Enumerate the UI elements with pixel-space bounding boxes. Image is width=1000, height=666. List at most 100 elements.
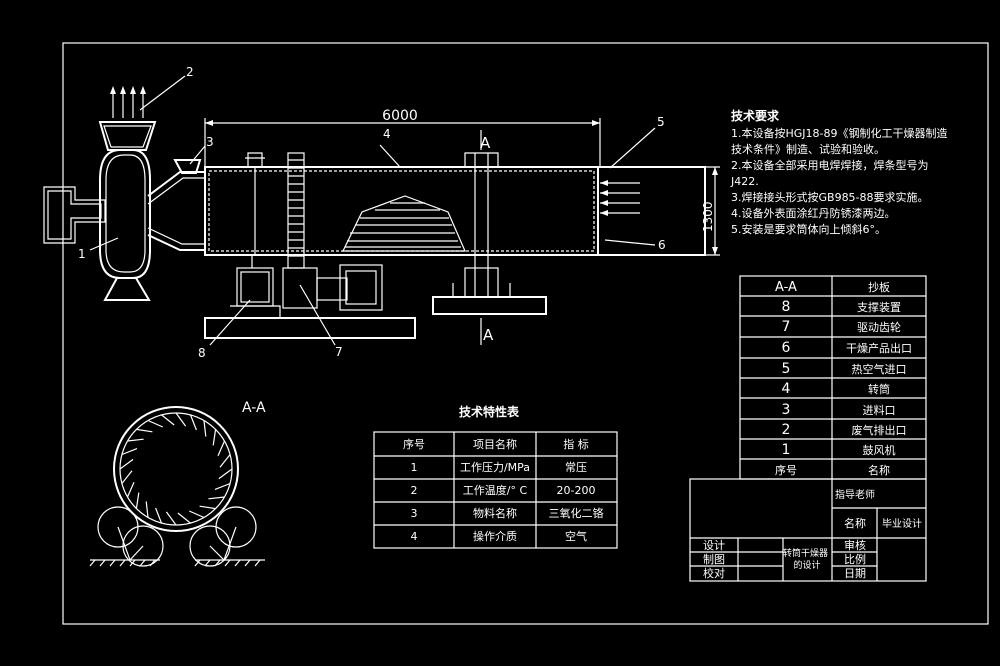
exhaust-arrows (110, 86, 146, 118)
char-table-title: 技术特性表 (459, 404, 520, 419)
tech-req-line-6: 4.设备外表面涂红丹防锈漆两边。 (731, 206, 896, 220)
drawing-border (62, 42, 989, 625)
section-mark-bottom: A (483, 326, 494, 344)
char-row-1-value: 常压 (565, 461, 587, 474)
lifter-plate (147, 419, 164, 428)
support-left (204, 152, 416, 339)
material-pile (342, 195, 466, 252)
advisor-label: 指导老师 (835, 488, 875, 501)
lifter-plate (219, 454, 231, 468)
callout-6: 6 (658, 238, 666, 252)
dimension-height: 1300 (701, 201, 715, 232)
scale-label: 比例 (844, 552, 866, 566)
lifter-plate (177, 512, 191, 524)
char-row-2-no: 2 (411, 484, 418, 497)
char-header-value: 指 标 (563, 437, 589, 451)
parts-row-1-name: 鼓风机 (863, 443, 896, 457)
exhaust-hopper (98, 121, 157, 151)
lifter-plate (203, 420, 207, 437)
char-row-2-value: 20-200 (557, 484, 596, 497)
parts-row-3-no: 3 (782, 402, 791, 418)
lifter-plate (217, 440, 226, 457)
section-view: A-A (89, 400, 266, 567)
lifter-plate (155, 507, 163, 524)
tech-req-title: 技术要求 (731, 108, 780, 123)
callout-1: 1 (78, 247, 86, 261)
feed-inlet (173, 159, 202, 174)
lifter-plate (175, 412, 187, 427)
lifter-plate (121, 470, 133, 484)
hot-air-arrows (600, 180, 640, 216)
lifter-plate (136, 428, 153, 433)
char-row-1-no: 1 (411, 461, 418, 474)
lifter-plate (188, 510, 205, 519)
char-header-item: 项目名称 (473, 437, 517, 451)
main-elevation-view: 6000 1300 (43, 65, 720, 360)
parts-footer-name: 名称 (868, 463, 890, 477)
tech-req-line-2: 技术条件》制造、试验和验收。 (731, 142, 885, 156)
lifter-plate (214, 482, 231, 490)
tech-req-line-3: 2.本设备全部采用电焊焊接，焊条型号为 (731, 158, 929, 172)
callout-5: 5 (657, 115, 665, 129)
char-row-4-no: 4 (411, 530, 418, 543)
lifter-plate (127, 438, 144, 442)
parts-header-right: 抄板 (868, 280, 890, 294)
callout-4: 4 (383, 127, 391, 141)
dimension-length: 6000 (382, 108, 418, 124)
lifter-plate (161, 414, 175, 426)
blower-base (103, 277, 151, 301)
parts-row-3-name: 进料口 (863, 403, 896, 417)
char-row-3-no: 3 (411, 507, 418, 520)
review-label: 审核 (844, 538, 866, 552)
parts-row-1-no: 1 (782, 442, 791, 458)
tech-req-line-1: 1.本设备按HGJ18-89《钢制化工干燥器制造 (731, 126, 948, 140)
support-right (432, 152, 547, 315)
drawing-label: 制图 (703, 553, 725, 566)
parts-row-7-no: 7 (782, 319, 791, 335)
lifter-plate (121, 448, 138, 456)
project-title: 转筒干燥器 的设计 (783, 547, 831, 571)
tech-req-line-7: 5.安装是要求筒体向上倾斜6°。 (731, 222, 886, 236)
parts-row-4-no: 4 (782, 381, 791, 397)
lifter-plate (189, 414, 197, 431)
parts-footer-no: 序号 (775, 463, 797, 477)
callout-8: 8 (198, 346, 206, 360)
parts-row-6-no: 6 (782, 340, 791, 356)
parts-header-left: A-A (775, 280, 797, 295)
check-label: 校对 (703, 566, 725, 580)
drive-gear (282, 152, 383, 311)
parts-row-7-name: 驱动齿轮 (857, 320, 901, 334)
lifter-plate (119, 458, 134, 470)
tech-req-line-5: 3.焊接接头形式按GB985-88要求实施。 (731, 190, 929, 204)
parts-row-8-name: 支撑装置 (857, 300, 901, 314)
parts-row-4-name: 转筒 (868, 382, 890, 396)
section-mark-top: A (480, 134, 491, 152)
parts-row-6-name: 干燥产品出口 (846, 341, 912, 355)
lifter-plate (212, 429, 217, 446)
lifter-plate (218, 468, 233, 480)
lifter-plate (145, 501, 149, 518)
lifter-plate (199, 505, 216, 510)
char-header-no: 序号 (403, 437, 425, 451)
parts-table: A-A 抄板 8 支撑装置 7 驱动齿轮 6 干燥产品出口 5 热空气进口 4 … (739, 275, 927, 480)
name-label: 名称 (844, 516, 866, 530)
char-row-4-item: 操作介质 (473, 529, 517, 543)
callout-3: 3 (206, 135, 214, 149)
char-row-3-item: 物料名称 (473, 506, 517, 520)
blower-outlet (43, 186, 106, 244)
design-label: 设计 (703, 539, 725, 552)
parts-row-2-no: 2 (782, 422, 791, 438)
rotary-drum (204, 166, 599, 256)
parts-row-2-name: 废气排出口 (852, 423, 907, 437)
parts-row-5-name: 热空气进口 (852, 362, 907, 376)
lifter-plate (208, 496, 225, 500)
tech-req-line-4: J422. (730, 175, 759, 188)
characteristics-table: 技术特性表 序号 项目名称 指 标 1 工作压力/MPa 常压 2 工作温度/°… (373, 404, 618, 549)
parts-row-5-no: 5 (782, 361, 791, 377)
date-label: 日期 (844, 567, 866, 580)
char-row-3-value: 三氧化二铬 (549, 506, 604, 520)
char-row-1-item: 工作压力/MPa (460, 461, 530, 474)
callout-7: 7 (335, 345, 343, 359)
name-value: 毕业设计 (882, 517, 922, 530)
